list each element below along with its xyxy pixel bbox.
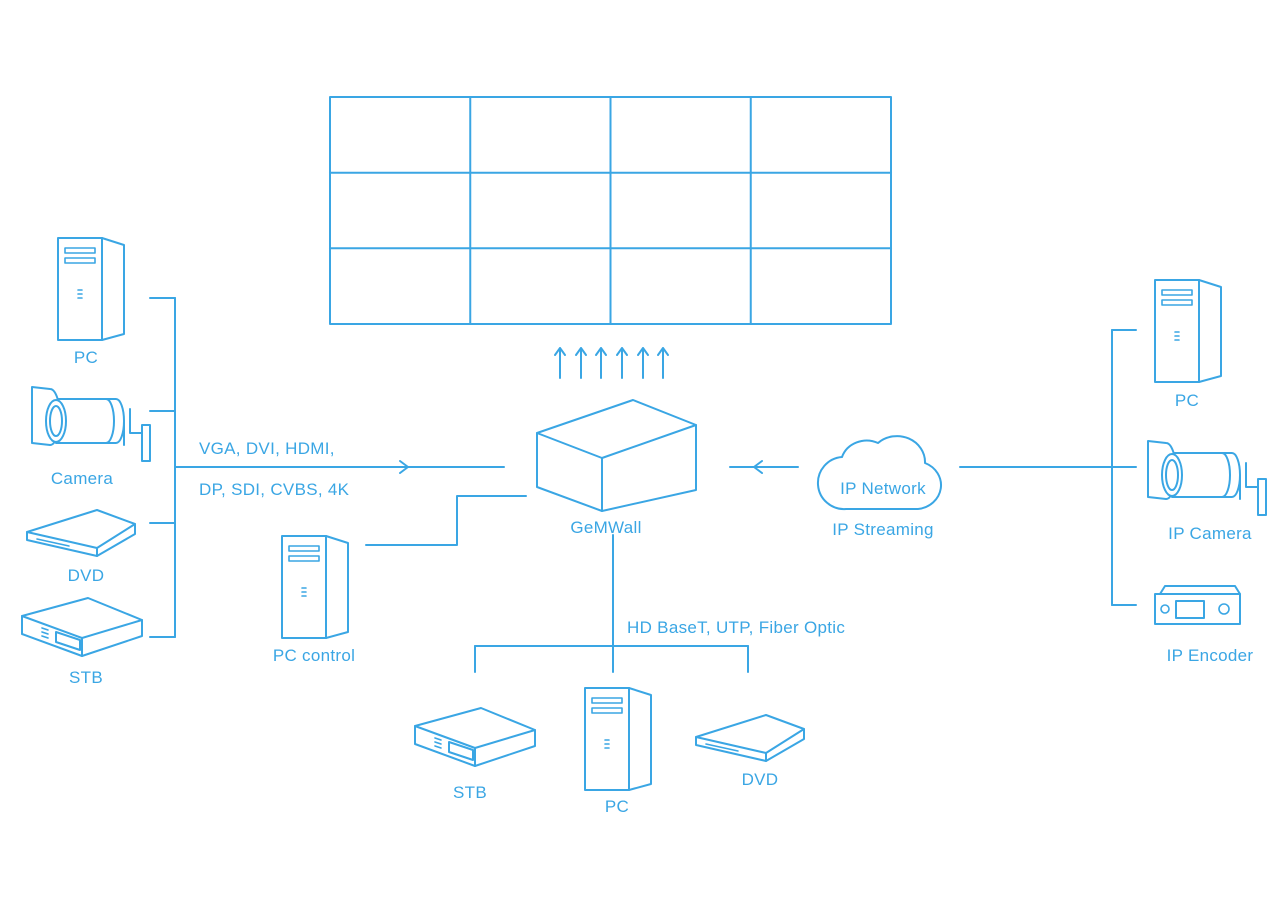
left-camera-label: Camera (51, 469, 114, 488)
server-box-icon (536, 399, 697, 512)
hub-label: GeMWall (570, 518, 641, 537)
dvd-player-icon (695, 714, 805, 762)
set-top-box-icon (21, 597, 143, 657)
pc-tower-icon (1154, 279, 1222, 383)
output-dvd: DVD (695, 714, 805, 789)
pc-control-label: PC control (273, 646, 355, 665)
dvd-player-icon (26, 509, 136, 557)
set-top-box-icon (414, 707, 536, 767)
cloud-label: IP Network (840, 479, 926, 498)
left-source-camera: Camera (31, 386, 151, 488)
pc-control-link (365, 495, 527, 546)
left-stb-label: STB (69, 668, 103, 687)
output-dvd-label: DVD (742, 770, 779, 789)
wall-feed-arrows (554, 347, 669, 379)
pc-control: PC control (273, 535, 355, 665)
signal-types-line1: VGA, DVI, HDMI, (199, 439, 335, 458)
ip-encoder-label: IP Encoder (1167, 646, 1254, 665)
output-pc-label: PC (605, 797, 629, 816)
left-source-dvd: DVD (26, 509, 136, 585)
left-input-bus (149, 297, 505, 638)
left-source-stb: STB (21, 597, 143, 687)
cctv-camera-icon (31, 386, 151, 462)
pc-tower-icon (57, 237, 125, 341)
ip-network-link (729, 460, 799, 474)
output-stb-label: STB (453, 783, 487, 802)
output-stb: STB (414, 707, 536, 802)
left-source-pc: PC (57, 237, 125, 367)
right-source-pc: PC (1154, 279, 1222, 410)
pc-tower-icon (584, 687, 652, 791)
ip-camera-label: IP Camera (1168, 524, 1252, 543)
cctv-camera-icon (1147, 440, 1267, 516)
pc-tower-icon (281, 535, 349, 639)
video-wall (329, 96, 892, 325)
right-pc-label: PC (1175, 391, 1199, 410)
signal-types-line2: DP, SDI, CVBS, 4K (199, 480, 350, 499)
right-ip-bus (959, 329, 1137, 606)
ip-streaming-label: IP Streaming (832, 520, 934, 539)
output-bus (474, 534, 749, 673)
ip-encoder-icon (1154, 585, 1241, 625)
left-pc-label: PC (74, 348, 98, 367)
output-pc: PC (584, 687, 652, 816)
cloud-icon (817, 435, 942, 511)
left-dvd-label: DVD (68, 566, 105, 585)
output-signal-label: HD BaseT, UTP, Fiber Optic (627, 618, 845, 637)
right-source-ip-camera: IP Camera (1147, 440, 1267, 543)
